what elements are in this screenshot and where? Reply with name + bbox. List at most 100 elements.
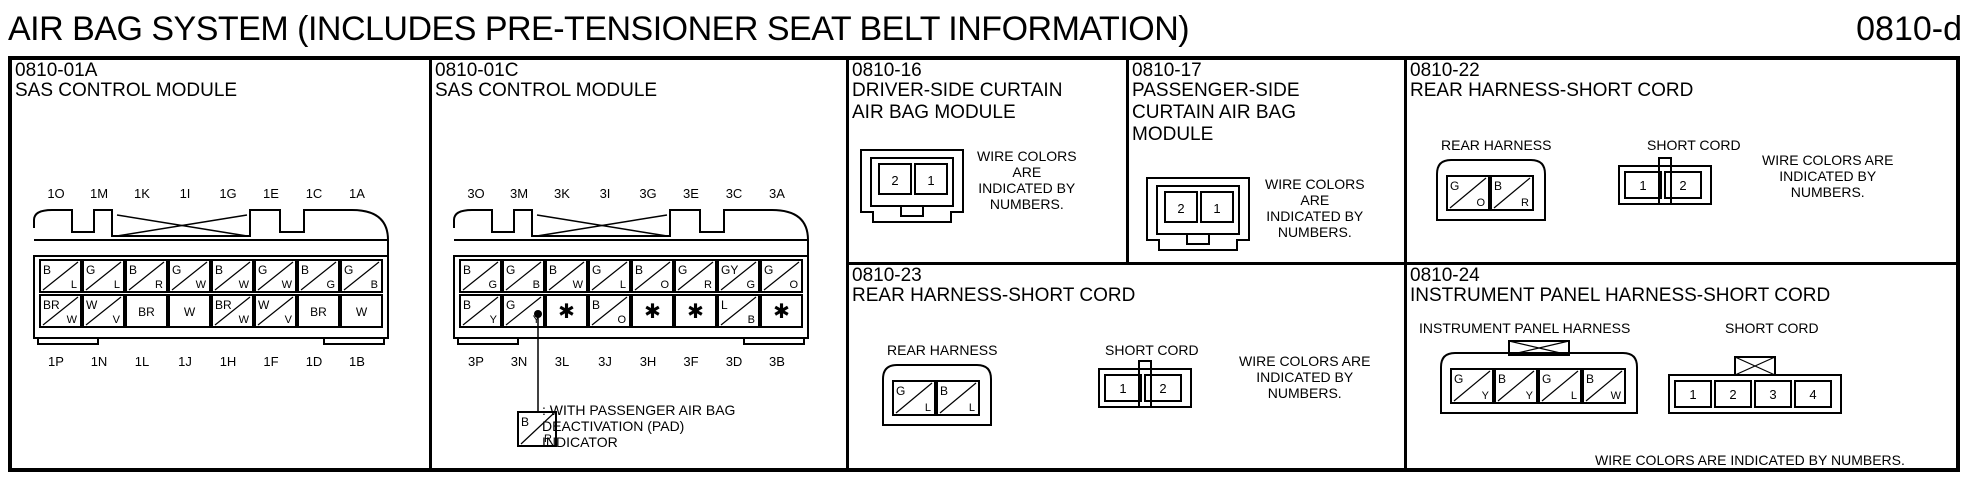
wire-color-label: R [1521, 197, 1529, 209]
wire-split [591, 261, 628, 291]
wire-color-label: Y [1482, 390, 1490, 402]
pin-label: 3N [511, 354, 528, 369]
terminal-cell [1144, 374, 1182, 402]
pin-label: 3C [726, 186, 743, 201]
wire-color-label: B [215, 263, 223, 277]
pin-number: 2 [1679, 178, 1686, 193]
latch-x [1508, 340, 1570, 356]
wire-color-label: B [43, 263, 51, 277]
wire-color-label: W [86, 298, 98, 312]
harness-label: REAR HARNESS [1441, 137, 1552, 153]
divider [846, 60, 849, 468]
keyway-x [536, 214, 668, 237]
connector-id: 0810-23 [852, 265, 922, 286]
connector-name: SAS CONTROL MODULE [15, 80, 238, 101]
panel-0810-17: 0810-17 PASSENGER-SIDE CURTAIN AIR BAG M… [1129, 60, 1404, 262]
cord-latch [1658, 157, 1672, 205]
terminal-cell [878, 163, 912, 195]
wire-color-label: B [549, 263, 557, 277]
wire-color-label: G [344, 263, 353, 277]
wire-split [85, 296, 122, 326]
terminal-cell [254, 259, 297, 293]
wire-color-label: G [1454, 372, 1463, 386]
wire-split [548, 261, 585, 291]
wire-color-label: O [660, 279, 669, 291]
connector-id: 0810-01A [15, 60, 98, 81]
pin-label: 1G [219, 186, 236, 201]
wire-color-label: G [506, 263, 515, 277]
wire-color-label: B [463, 263, 471, 277]
terminal-cell [631, 294, 674, 328]
pin-label: 1K [134, 186, 150, 201]
lock-lug [743, 337, 805, 345]
terminal-cell [1446, 175, 1490, 211]
wire-color-label: W [67, 314, 78, 326]
wire-color-note: WIRE COLORS ARE INDICATED BY NUMBERS. [1595, 452, 1905, 468]
wire-color-label: Y [533, 314, 541, 326]
cord-latch [1734, 356, 1776, 376]
terminal-cell [39, 294, 82, 328]
terminal-cell [717, 294, 760, 328]
wire-color-label: B [301, 263, 309, 277]
terminal-cell [125, 294, 168, 328]
wire-color-label: G [258, 263, 267, 277]
terminal-cell [297, 294, 340, 328]
wire-split [85, 261, 122, 291]
harness-housing [882, 364, 992, 426]
terminal-cell [1624, 171, 1662, 199]
terminal-cell [1754, 380, 1792, 408]
terminal-cell [892, 380, 936, 416]
terminal-cell [1494, 368, 1538, 404]
wire-color-label: W [239, 279, 250, 291]
terminal-cell [1104, 374, 1142, 402]
wire-split [1453, 370, 1491, 402]
pin-label: 1M [90, 186, 108, 201]
terminal-cell [1664, 171, 1702, 199]
pin-label: 3F [683, 354, 698, 369]
wire-split [939, 382, 977, 414]
pin-label: 1P [48, 354, 64, 369]
wire-color-label: G [764, 263, 773, 277]
wire-color-label: B [940, 384, 948, 398]
wire-color-label: W [282, 279, 293, 291]
wire-color-label: B [635, 263, 643, 277]
connector-body [453, 255, 809, 339]
lock-lug [37, 337, 99, 345]
wire-color-note: WIRE COLORS ARE INDICATED BY NUMBERS. [1239, 353, 1371, 401]
module-latch [900, 205, 924, 217]
wire-color-label: BR [43, 298, 60, 312]
wire-color-label: B [521, 415, 529, 429]
connector-id: 0810-16 [852, 60, 922, 81]
terminal-cell [39, 259, 82, 293]
terminal-cell [588, 294, 631, 328]
wire-color-label: L [71, 279, 77, 291]
terminal-cell [674, 259, 717, 293]
connector-id: 0810-01C [435, 60, 519, 81]
harness-latch [1508, 340, 1570, 356]
wire-color-label: B [129, 263, 137, 277]
wire-split [462, 296, 499, 326]
terminal-cell [674, 294, 717, 328]
connector-id: 0810-17 [1132, 60, 1202, 81]
wire-color-label: L [114, 279, 120, 291]
wire-color-label: W [573, 279, 584, 291]
wire-color-label: B [1586, 372, 1594, 386]
wire-color-label: G [506, 298, 515, 312]
wire-split [42, 296, 79, 326]
connector-housing [453, 209, 809, 260]
terminal-cell [340, 294, 383, 328]
wire-color-label: R [544, 433, 552, 445]
pin-number: 1 [1213, 201, 1220, 216]
harness-housing [1440, 352, 1638, 414]
wire-color-label: G [678, 263, 687, 277]
terminal-cell [340, 259, 383, 293]
wire-color-label: G [896, 384, 905, 398]
wire-color-label: BR [138, 305, 155, 319]
wire-color-label: W [196, 279, 207, 291]
terminal-cell [1674, 380, 1712, 408]
